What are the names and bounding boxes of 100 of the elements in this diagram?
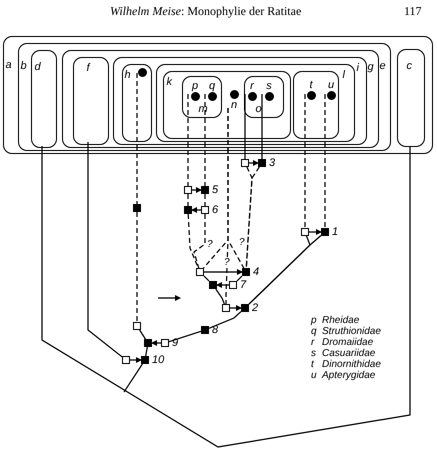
character-square bbox=[229, 281, 237, 289]
lineage-line bbox=[324, 94, 326, 228]
arrow bbox=[249, 160, 259, 166]
taxon-letter: q bbox=[311, 327, 317, 337]
group-outline bbox=[73, 57, 109, 145]
character-number: 4 bbox=[253, 267, 260, 278]
family-name: Dromaiidae bbox=[322, 338, 374, 348]
lineage-line bbox=[187, 194, 189, 206]
character-square bbox=[184, 186, 192, 194]
taxon-letter: s bbox=[311, 349, 316, 359]
group-outline bbox=[31, 50, 57, 148]
group-outline bbox=[163, 71, 291, 139]
page-header: Wilhelm Meise: Monophylie der Ratitae bbox=[110, 3, 302, 20]
group-outline bbox=[244, 76, 284, 118]
arrow bbox=[216, 282, 229, 288]
edge-label: ? bbox=[206, 240, 214, 250]
page-number: 117 bbox=[404, 3, 422, 20]
character-square bbox=[301, 228, 309, 236]
taxon-letter: u bbox=[328, 79, 334, 91]
character-square bbox=[184, 206, 192, 214]
character-square bbox=[133, 204, 141, 212]
character-square bbox=[201, 326, 209, 334]
taxon-letter: u bbox=[311, 371, 317, 381]
node-letter: d bbox=[34, 62, 41, 72]
character-square bbox=[133, 322, 141, 330]
lineage-line bbox=[204, 194, 206, 206]
edge-label: ? bbox=[223, 258, 231, 268]
taxon-letter: r bbox=[250, 80, 254, 92]
taxon-letter: q bbox=[208, 80, 216, 92]
node-letter: a bbox=[6, 60, 12, 70]
lineage-line bbox=[188, 214, 199, 268]
node-letter: m bbox=[198, 104, 208, 114]
arrow bbox=[309, 229, 322, 235]
lineage-line bbox=[136, 212, 138, 322]
family-name: Casuariidae bbox=[322, 349, 376, 359]
group-outline bbox=[18, 43, 391, 151]
character-square bbox=[209, 281, 217, 289]
character-square bbox=[141, 356, 149, 364]
character-square bbox=[242, 268, 250, 276]
character-square bbox=[122, 356, 130, 364]
taxon-letter: s bbox=[266, 80, 272, 92]
character-square bbox=[196, 268, 204, 276]
taxon-letter: t bbox=[311, 360, 314, 370]
lineage-line bbox=[246, 166, 253, 268]
node-letter: e bbox=[380, 60, 386, 72]
lineage-line bbox=[204, 94, 206, 186]
character-number: 1 bbox=[332, 227, 338, 238]
lineage-line bbox=[215, 288, 225, 304]
node-letter: c bbox=[406, 60, 412, 72]
character-number: 2 bbox=[252, 303, 258, 314]
arrow bbox=[130, 357, 142, 363]
taxon-letter: t bbox=[309, 79, 313, 91]
lineage-line bbox=[244, 94, 246, 159]
node-letter: g bbox=[368, 62, 374, 72]
lineage-line bbox=[208, 311, 242, 329]
group-outline bbox=[293, 71, 339, 139]
lineage-line bbox=[41, 146, 411, 448]
taxon-letter: p bbox=[192, 80, 198, 92]
node-letter: f bbox=[86, 62, 90, 74]
character-square bbox=[161, 339, 169, 347]
character-number: 5 bbox=[212, 185, 218, 196]
family-name: Apterygidae bbox=[322, 371, 376, 381]
lineage-line bbox=[139, 330, 146, 340]
group-outline bbox=[62, 50, 379, 148]
node-letter: i bbox=[356, 62, 359, 74]
character-square bbox=[201, 206, 209, 214]
lineage-line bbox=[261, 94, 263, 159]
character-number: 3 bbox=[269, 158, 276, 169]
group-outline bbox=[113, 57, 367, 145]
character-square bbox=[241, 304, 249, 312]
character-square bbox=[144, 339, 152, 347]
character-square bbox=[321, 228, 329, 236]
node-letter: k bbox=[166, 76, 172, 88]
lineage-line bbox=[87, 142, 122, 358]
group-outline bbox=[397, 49, 425, 147]
arrow bbox=[230, 305, 242, 311]
taxon-letter: n bbox=[230, 99, 238, 111]
node-letter: o bbox=[256, 104, 262, 114]
lineage-line bbox=[225, 108, 229, 304]
group-outline bbox=[3, 36, 433, 154]
lineage-line bbox=[246, 166, 260, 268]
family-name: Rheidae bbox=[322, 316, 360, 326]
family-name: Struthionidae bbox=[322, 327, 381, 337]
group-outline bbox=[182, 76, 222, 118]
character-square bbox=[201, 186, 209, 194]
node-letter: l bbox=[342, 70, 345, 80]
taxon-letter: p bbox=[311, 316, 317, 326]
lineage-line bbox=[304, 94, 306, 228]
character-number: 7 bbox=[240, 280, 246, 291]
lineage-line bbox=[168, 330, 202, 342]
lineage-line bbox=[187, 94, 189, 186]
character-number: 6 bbox=[212, 205, 218, 216]
lineage-line bbox=[124, 364, 143, 392]
character-square bbox=[222, 304, 230, 312]
node-letter: h bbox=[124, 70, 131, 80]
arrow bbox=[191, 207, 201, 213]
lineage-line bbox=[193, 214, 206, 268]
arrow bbox=[204, 269, 243, 275]
edge-label: ? bbox=[238, 238, 246, 248]
arrow bbox=[192, 187, 202, 193]
